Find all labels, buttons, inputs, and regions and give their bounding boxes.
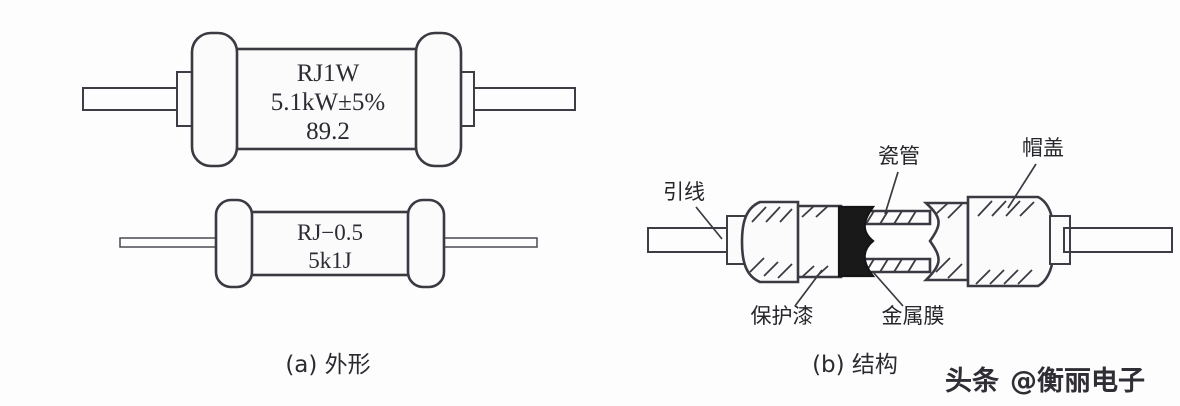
panel-b-structure: 引线 瓷管 帽盖 保护漆 金属膜 xyxy=(647,136,1173,328)
watermark-handle: @衡丽电子 xyxy=(1010,366,1145,397)
callout-label-protective-lacquer: 保护漆 xyxy=(751,304,814,328)
callout-label-end-cap: 帽盖 xyxy=(1022,136,1064,160)
cutaway-shell-outline xyxy=(922,201,970,282)
lead-wire-right-top xyxy=(464,87,576,111)
marking-small-line-2: 5k1J xyxy=(308,248,352,273)
end-cap-right-bottom xyxy=(406,198,446,289)
end-cap-left-top xyxy=(190,31,239,168)
end-cap-left-outline xyxy=(740,200,800,284)
leader-line-metal-film xyxy=(872,271,904,307)
resistor-body-bottom xyxy=(242,210,418,277)
resistor-body-top xyxy=(213,47,442,151)
metal-film-band xyxy=(837,205,876,278)
end-cap-right-hatch xyxy=(975,200,1035,285)
marking-small-line-1: RJ−0.5 xyxy=(297,220,363,245)
leader-line-end-cap xyxy=(1007,163,1037,209)
panel-a-power-resistor: RJ1W 5.1kW±5% 89.2 xyxy=(82,31,576,168)
cutaway-shell xyxy=(922,201,970,282)
end-cap-right-top xyxy=(414,31,463,168)
leader-line-ceramic-tube xyxy=(884,171,899,215)
structure-collar-right xyxy=(1049,215,1071,265)
leader-line-lead-wire xyxy=(695,206,723,240)
watermark: 头条 @衡丽电子 xyxy=(945,366,1145,397)
panel-a-small-resistor: RJ−0.5 5k1J xyxy=(119,198,538,289)
marking-line-2: 5.1kW±5% xyxy=(271,89,385,116)
callout-label-ceramic-tube: 瓷管 xyxy=(878,144,920,168)
watermark-platform: 头条 xyxy=(945,366,1000,397)
leader-line-protective-lacquer xyxy=(794,269,823,307)
end-cap-left-hatch xyxy=(749,206,793,279)
callout-label-metal-film: 金属膜 xyxy=(882,304,945,328)
protective-lacquer-sleeve xyxy=(794,204,843,279)
marking-line-1: RJ1W xyxy=(297,60,360,87)
caption-panel-b: (b) 结构 xyxy=(812,352,898,378)
cutaway-shell-hatch xyxy=(935,202,963,279)
structure-lead-wire-right xyxy=(1063,227,1173,253)
end-cap-left-structure xyxy=(740,200,800,284)
end-cap-right-structure xyxy=(966,195,1056,288)
lead-wire-right-bottom xyxy=(436,237,538,248)
caption-panel-a: (a) 外形 xyxy=(285,352,370,378)
marking-line-3: 89.2 xyxy=(306,118,350,145)
callout-label-lead-wire: 引线 xyxy=(663,180,705,204)
end-cap-left-bottom xyxy=(214,198,254,289)
lead-wire-left-bottom xyxy=(119,237,221,248)
